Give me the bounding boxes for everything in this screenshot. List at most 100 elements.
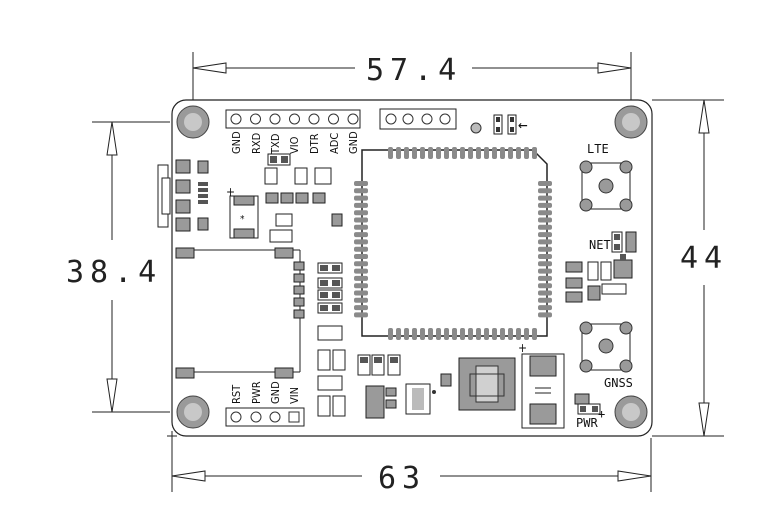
tantalum-capacitor: * + — [226, 185, 259, 239]
module-pad — [388, 328, 393, 340]
small-passives-left — [264, 153, 343, 243]
module-pad — [508, 147, 513, 159]
dim-right-label: 44 — [680, 241, 728, 276]
pin-label-rst: RST — [230, 384, 243, 404]
pin-label-vio: VIO — [288, 136, 301, 154]
lte-label: LTE — [587, 142, 609, 156]
module-pad — [538, 305, 552, 311]
gnss-label: GNSS — [604, 376, 633, 390]
dimension-bottom: 63 — [171, 438, 652, 496]
module-pad — [396, 328, 401, 340]
module-pad — [428, 328, 433, 340]
bottom-passives — [357, 354, 452, 419]
module-pad — [538, 210, 552, 216]
module-pad — [538, 195, 552, 201]
module-pad — [354, 224, 368, 230]
fiducial-mark — [470, 122, 482, 134]
module-pad — [404, 147, 409, 159]
board-origin-mark — [167, 431, 177, 441]
module-pad — [420, 328, 425, 340]
dim-bottom-label: 63 — [378, 461, 426, 496]
module-pad — [524, 328, 529, 340]
arrow-left-icon: ← — [518, 115, 528, 134]
passive-array-center — [317, 262, 346, 417]
header-pin-hole — [269, 113, 281, 125]
module-pad — [354, 181, 368, 186]
module-pad — [538, 232, 552, 238]
module-pad — [436, 328, 441, 340]
dim-left-label: 38.4 — [66, 255, 162, 290]
module-pad — [538, 246, 552, 252]
module-pad — [354, 202, 368, 208]
module-pad — [492, 328, 497, 340]
module-pad — [538, 261, 552, 267]
module-pad — [396, 147, 401, 159]
mounting-hole-top-right — [614, 105, 648, 139]
bottom-header-labels: RST PWR GND VIN — [230, 381, 301, 404]
mounting-hole-top-left — [176, 105, 210, 139]
dimension-left: 38.4 — [66, 121, 170, 413]
sim-card-slot — [175, 247, 305, 379]
dimension-top: 57.4 — [192, 52, 632, 100]
module-pad — [468, 147, 473, 159]
module-pad — [500, 147, 505, 159]
header-pin-hole — [347, 113, 359, 125]
top-header — [225, 109, 361, 129]
module-pad — [500, 328, 505, 340]
module-pad — [354, 290, 368, 296]
four-pin-header — [379, 108, 457, 130]
module-pad — [538, 254, 552, 259]
module-pad — [354, 283, 368, 289]
dimension-right: 44 — [652, 99, 728, 437]
module-pad — [354, 275, 368, 281]
module-pad — [524, 147, 529, 159]
module-pad — [538, 283, 552, 289]
module-pad — [538, 275, 552, 281]
pin-label-gnd-3: GND — [269, 381, 282, 404]
module-pad — [444, 328, 449, 340]
lte-button[interactable] — [579, 160, 633, 212]
module-pad — [538, 239, 552, 245]
pwr-label: PWR — [576, 416, 598, 430]
svg-text:+: + — [226, 185, 235, 199]
module-pad — [516, 328, 521, 340]
header-pin-hole — [308, 113, 320, 125]
module-pad — [452, 328, 457, 340]
main-module — [354, 147, 552, 340]
gnss-button[interactable] — [579, 321, 633, 373]
module-pad — [538, 312, 552, 318]
bottom-header — [225, 407, 305, 427]
module-pad — [538, 297, 552, 303]
module-pad — [516, 147, 521, 159]
module-pad — [412, 147, 417, 159]
svg-text:*: * — [240, 214, 245, 225]
module-pad — [388, 147, 393, 159]
module-pad — [354, 195, 368, 201]
module-pad — [532, 147, 537, 159]
cap-plus-label: + — [518, 341, 527, 355]
module-pad — [354, 254, 368, 259]
module-pad — [538, 188, 552, 194]
dim-top-label: 57.4 — [366, 53, 462, 88]
module-pad — [354, 232, 368, 238]
module-pad — [538, 217, 552, 223]
module-pad — [538, 268, 552, 274]
header-pin-hole — [230, 113, 242, 125]
electrolytic-capacitor: + — [518, 341, 565, 429]
pin-label-dtr: DTR — [308, 133, 321, 154]
pwr-led — [574, 393, 601, 415]
module-pad — [460, 147, 465, 159]
module-pad — [532, 328, 537, 340]
module-pad — [484, 147, 489, 159]
module-pad — [444, 147, 449, 159]
module-pad — [404, 328, 409, 340]
net-label: NET — [589, 238, 611, 252]
pin-label-rxd: RXD — [250, 132, 263, 154]
module-pad — [354, 188, 368, 194]
pin-label-pwr: PWR — [250, 381, 263, 404]
module-pad — [476, 328, 481, 340]
header-pin-hole — [328, 113, 339, 125]
pin-label-txd: TXD — [269, 133, 282, 155]
module-pad — [538, 181, 552, 186]
